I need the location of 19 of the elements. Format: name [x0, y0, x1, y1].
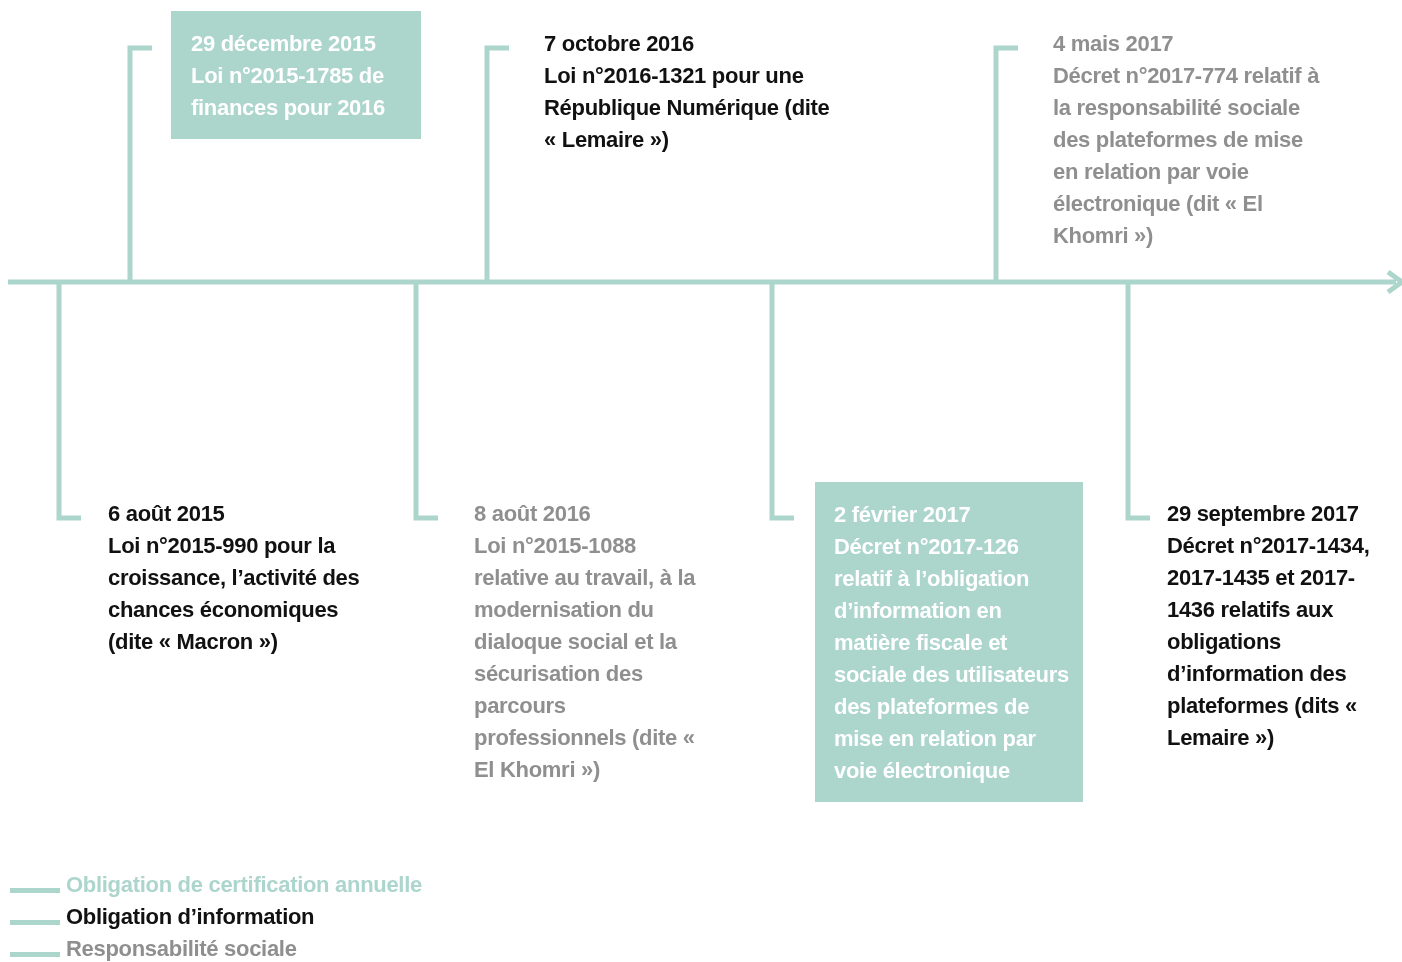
event-description: Loi n°2015-990 pour la croissance, l’activité des chances économiques (dite « Macron ») [108, 532, 361, 656]
legend-text: Obligation d’information [66, 904, 315, 930]
event-card [815, 482, 1083, 802]
event-date: 7 octobre 2016 [544, 30, 695, 58]
legend-text: Obligation de certification annuelle [66, 872, 422, 898]
event-date: 4 mais 2017 [1053, 30, 1175, 58]
event-card [171, 11, 421, 139]
event-description: Décret n°2017-774 relatif à la responsabilité sociale des plateformes de mise en relation par voie électronique (dit « El Khomri ») [1053, 62, 1321, 250]
event-description: Loi n°2016-1321 pour une République Numérique (dite « Lemaire ») [544, 62, 831, 154]
event-description: Décret n°2017-126 relatif à l’obligation d’information en matière fiscale et sociale des utilisateurs des plateformes de mise en relation par voie électronique [834, 533, 1070, 785]
event-date: 29 décembre 2015 [191, 30, 377, 58]
event-date: 8 août 2016 [474, 500, 592, 528]
legend-text: Responsabilité sociale [66, 936, 297, 962]
event-description: Loi n°2015-1088 relative au travail, à la modernisation du dialoque social et la sécurisation des parcours professionnels (dite « El Khomri ») [474, 532, 697, 784]
event-date: 6 août 2015 [108, 500, 226, 528]
event-description: Loi n°2015-1785 de finances pour 2016 [191, 62, 386, 122]
event-date: 29 septembre 2017 [1167, 500, 1360, 528]
event-description: Décret n°2017-1434, 2017-1435 et 2017-1436 relatifs aux obligations d’information des plateformes (dits « Lemaire ») [1167, 532, 1371, 752]
event-date: 2 février 2017 [834, 501, 972, 529]
